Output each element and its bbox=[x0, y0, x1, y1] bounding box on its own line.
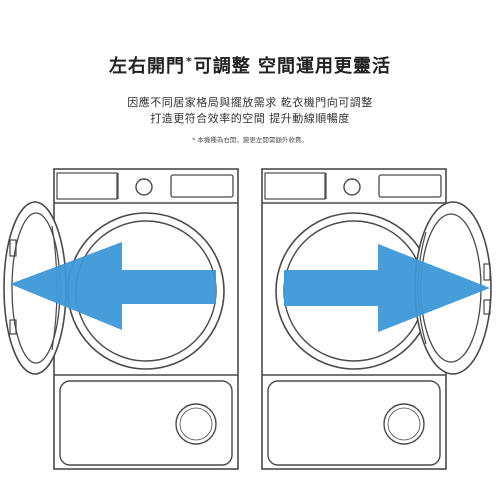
headline-part1: 左右開門 bbox=[108, 56, 185, 77]
left-dryer bbox=[3, 168, 239, 470]
description-line-2: 打造更符合效率的空間 提升動線順暢度 bbox=[150, 112, 350, 125]
description-line-1: 因應不同居家格局與擺放需求 乾衣機門向可調整 bbox=[127, 96, 373, 109]
right-dryer bbox=[261, 168, 492, 470]
headline-marker: * bbox=[185, 55, 193, 68]
arrow-left-icon bbox=[10, 242, 216, 330]
arrow-right-icon bbox=[284, 244, 490, 332]
footnote: * 本機種為右開，變更左開需額外收費。 bbox=[192, 136, 308, 144]
headline: 左右開門*可調整 空間運用更靈活 bbox=[0, 52, 500, 78]
headline-part2: 可調整 空間運用更靈活 bbox=[193, 56, 392, 77]
